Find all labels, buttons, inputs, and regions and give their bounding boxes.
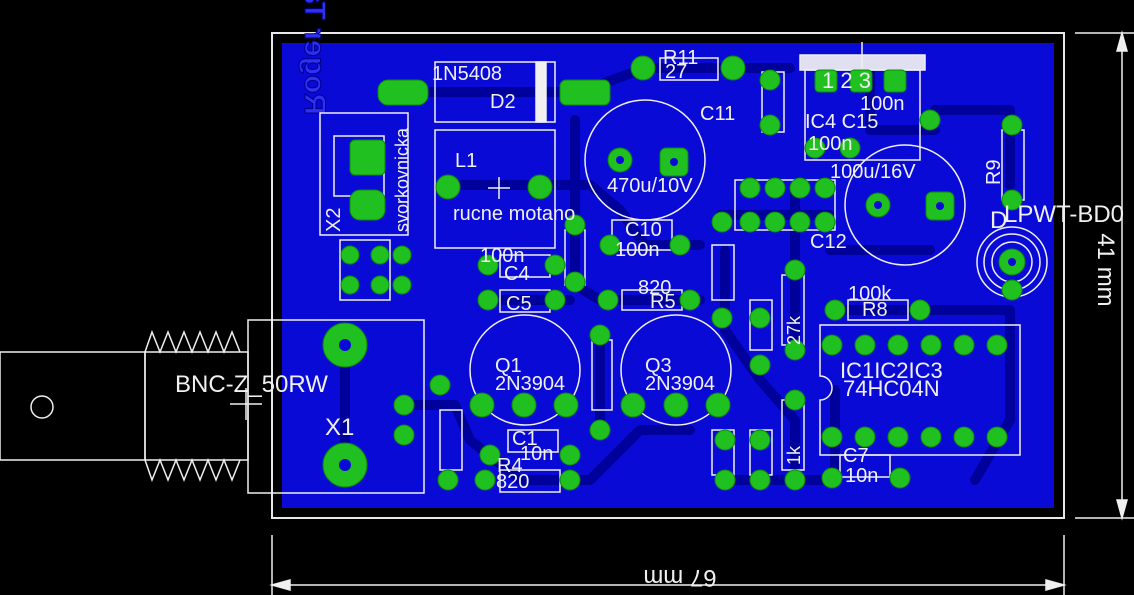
c1-value-label: 10n — [520, 443, 553, 465]
height-dimension — [1075, 30, 1134, 521]
r5-ref-label: R5 — [650, 291, 676, 313]
c12-value-label: 100u/16V — [830, 161, 916, 183]
silkscreen-labels: 1N5408 D2 L1 rucne motano 470u/10V C11 1… — [175, 47, 1124, 493]
ic-value-label: 74HC04N — [843, 376, 940, 401]
c13-value-label: 100n — [808, 133, 853, 155]
c11-ref-label: C11 — [700, 103, 735, 125]
board-outline — [271, 32, 1065, 519]
q1-ref-label: Q1 — [495, 355, 522, 377]
r5-value-label: 820 — [638, 277, 671, 299]
r11-ref-label: R11 — [663, 47, 698, 69]
drill-holes — [339, 156, 1016, 471]
bottom-silk-text: Roger Tandem 2004 — [298, 0, 331, 115]
width-dimension — [269, 535, 1067, 595]
connector-ref-label: X1 — [325, 414, 354, 441]
connector-name-label: BNC-Z_50RW — [175, 371, 328, 398]
ic-refs-label: IC1IC2IC3 — [840, 358, 943, 383]
ic4-ref-label: IC4 C15 — [805, 111, 878, 133]
r4-value-label: 820 — [496, 471, 529, 493]
l1-value-label: rucne motano — [453, 203, 575, 225]
r4-ref-label: R4 — [497, 455, 523, 477]
c4-ref-label: C4 — [504, 263, 530, 285]
c10-value-label: 100n — [615, 239, 660, 261]
d2-ref-label: D2 — [490, 91, 516, 113]
led-ref-label: D — [990, 207, 1007, 234]
c7-ref-label: C7 — [843, 445, 869, 467]
x2-value-label: svorkovnicka — [392, 127, 412, 232]
x2-ref-label: X2 — [323, 208, 345, 232]
width-dimension-label: 67 mm — [643, 564, 716, 591]
r6-value-label: 27k — [784, 315, 804, 345]
r9-ref-label: R9 — [983, 159, 1005, 185]
r8-ref-label: R8 — [862, 299, 888, 321]
c11-value-label: 470u/10V — [607, 175, 693, 197]
c1-ref-label: C1 — [512, 428, 538, 450]
c5-ref-label: C5 — [506, 293, 532, 315]
c10-ref-label: C10 — [625, 219, 662, 241]
q3-value-label: 2N3904 — [645, 373, 715, 395]
led-value-label: LPWT-BD0 — [1004, 201, 1124, 228]
l1-ref-label: L1 — [455, 150, 477, 172]
c12-ref-label: C12 — [810, 231, 847, 253]
ic4-value-label: 100n — [860, 93, 905, 115]
r2-value-label: 1k — [784, 445, 804, 465]
q1-value-label: 2N3904 — [495, 373, 565, 395]
d2-value-label: 1N5408 — [432, 63, 502, 85]
ic4-pins-label: 1 2 3 — [822, 68, 871, 93]
pads — [322, 55, 1026, 491]
height-dimension-label: 41 mm — [1092, 233, 1119, 306]
r11-value-label: 27 — [665, 61, 687, 83]
q3-ref-label: Q3 — [645, 355, 672, 377]
c4-value-label: 100n — [480, 245, 525, 267]
c7-value-label: 10n — [845, 465, 878, 487]
r8-value-label: 100k — [848, 283, 892, 305]
